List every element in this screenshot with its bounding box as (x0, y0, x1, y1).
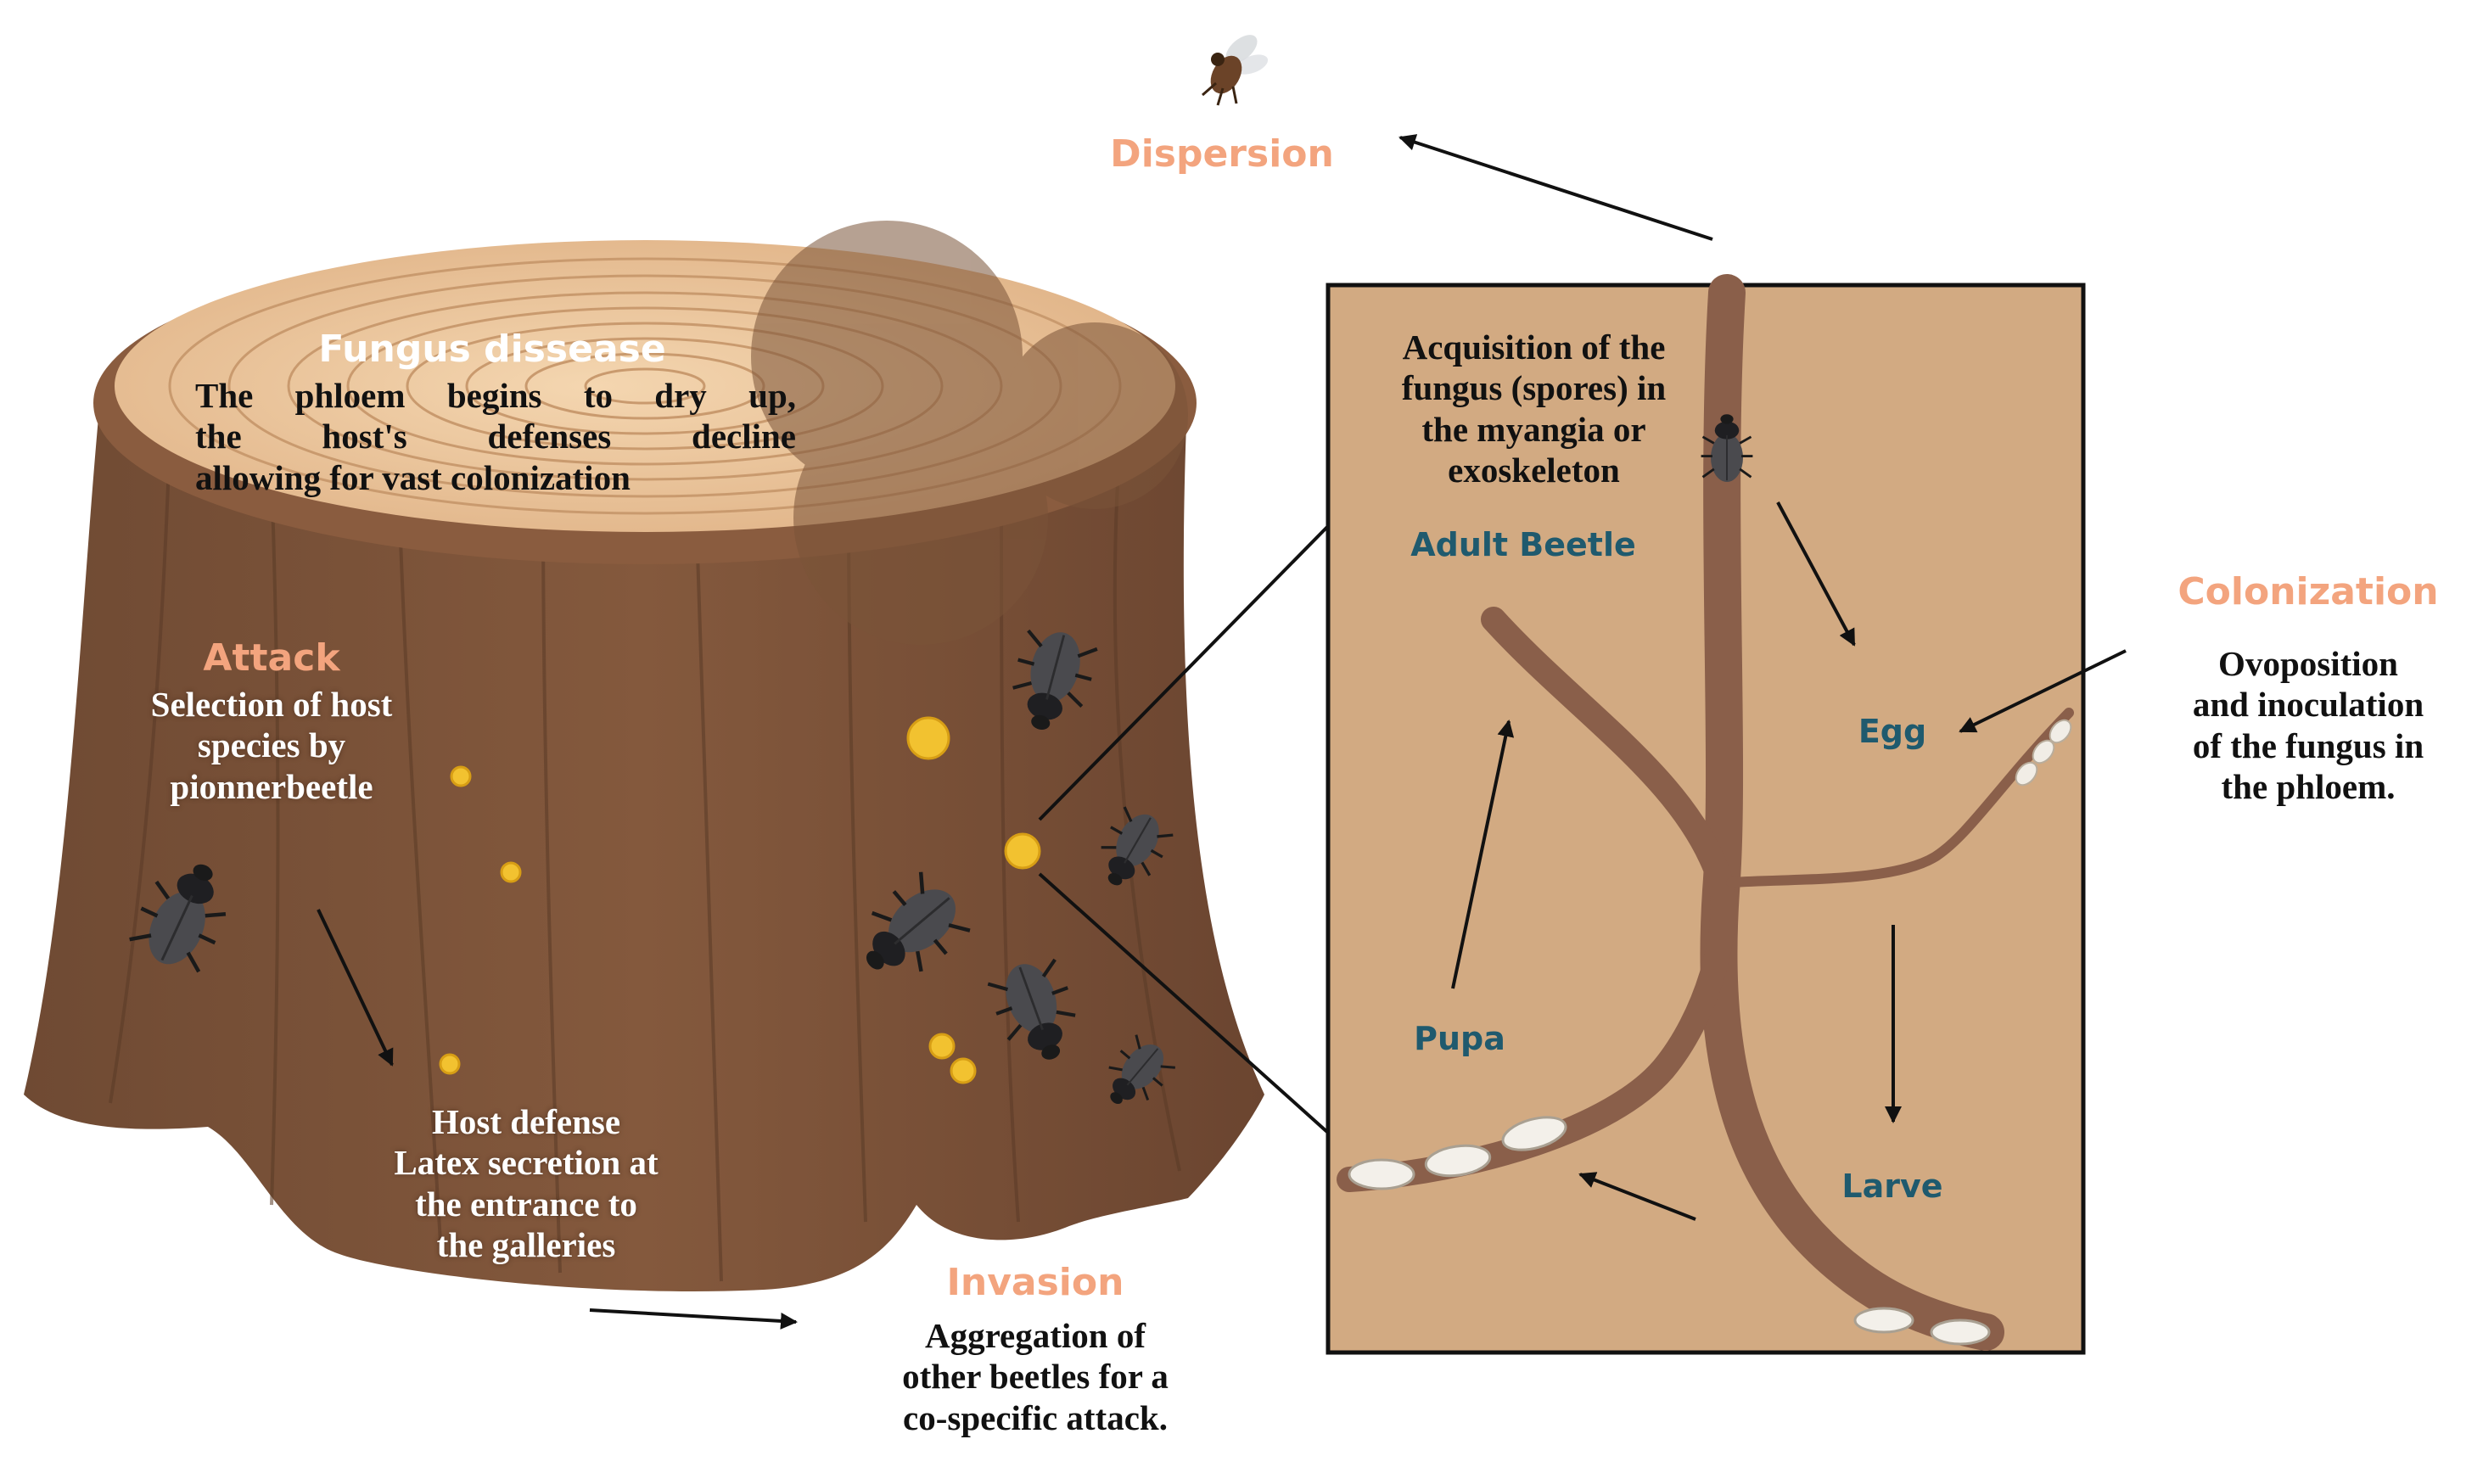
larva-icon (1348, 1158, 1415, 1190)
larva-icon (1424, 1144, 1492, 1178)
attack-label: Attack (203, 636, 340, 680)
zoom-line-bottom (1038, 872, 1330, 1134)
fungus-disease-label: Fungus dissease (318, 328, 666, 371)
arrow-to-dispersion (1398, 134, 1713, 241)
fungus-acquisition-description: Acquisition of the fungus (spores) in th… (1401, 328, 1667, 490)
arrow-larve-to-pupa (1578, 1172, 1696, 1221)
flying-beetle-icon (1202, 35, 1269, 106)
host-defense-description: Host defense Latex secretion at the entr… (394, 1102, 659, 1265)
fungus-spot-icon (906, 716, 950, 760)
arrow-colonization-to-egg (1959, 649, 2127, 733)
bark-grain (109, 440, 1181, 1282)
fungus-spot-icon (950, 1057, 977, 1084)
arrow-pupa-to-adult (1451, 720, 1515, 989)
pupa-label: Pupa (1414, 1020, 1505, 1057)
fungus-spot-icon (450, 765, 472, 787)
dispersion-label: Dispersion (1110, 132, 1334, 176)
invasion-label: Invasion (946, 1261, 1124, 1304)
colonization-label: Colonization (2178, 570, 2439, 613)
egg-label: Egg (1858, 713, 1927, 750)
tree-stump (24, 221, 1264, 1291)
zoom-line-top (1038, 524, 1330, 821)
larva-icon (1853, 1307, 1914, 1334)
fungus-spot-icon (1004, 832, 1041, 870)
egg-icon (2015, 761, 2038, 787)
colonization-description: Ovoposition and inoculation of the fungu… (2192, 644, 2424, 807)
attack-description: Selection of host species by pionnerbeet… (150, 685, 393, 806)
arrow-attack-to-defense (317, 909, 394, 1067)
arrow-adult-to-egg (1776, 501, 1856, 647)
fungus-spot-icon (500, 861, 522, 883)
arrow-defense-to-invasion (589, 1308, 798, 1330)
invasion-description: Aggregation of other beetles for a co-sp… (902, 1316, 1169, 1437)
egg-branch (1726, 708, 2074, 888)
larva-icon (1501, 1116, 1567, 1151)
fungus-colonization-zones (751, 221, 1188, 645)
egg-icon (2049, 719, 2072, 744)
main-gallery (1700, 274, 2004, 1351)
fungus-spot-icon (439, 1053, 461, 1075)
larva-icon (1930, 1319, 1991, 1346)
larve-label: Larve (1841, 1168, 1943, 1205)
adult-beetle-label: Adult Beetle (1410, 526, 1636, 563)
fungus-spot-icon (928, 1033, 956, 1060)
fungus-disease-description: The phloem begins to dry up, the host's … (195, 376, 796, 497)
egg-icon (2032, 739, 2055, 764)
gallery-inset (1326, 274, 2086, 1355)
